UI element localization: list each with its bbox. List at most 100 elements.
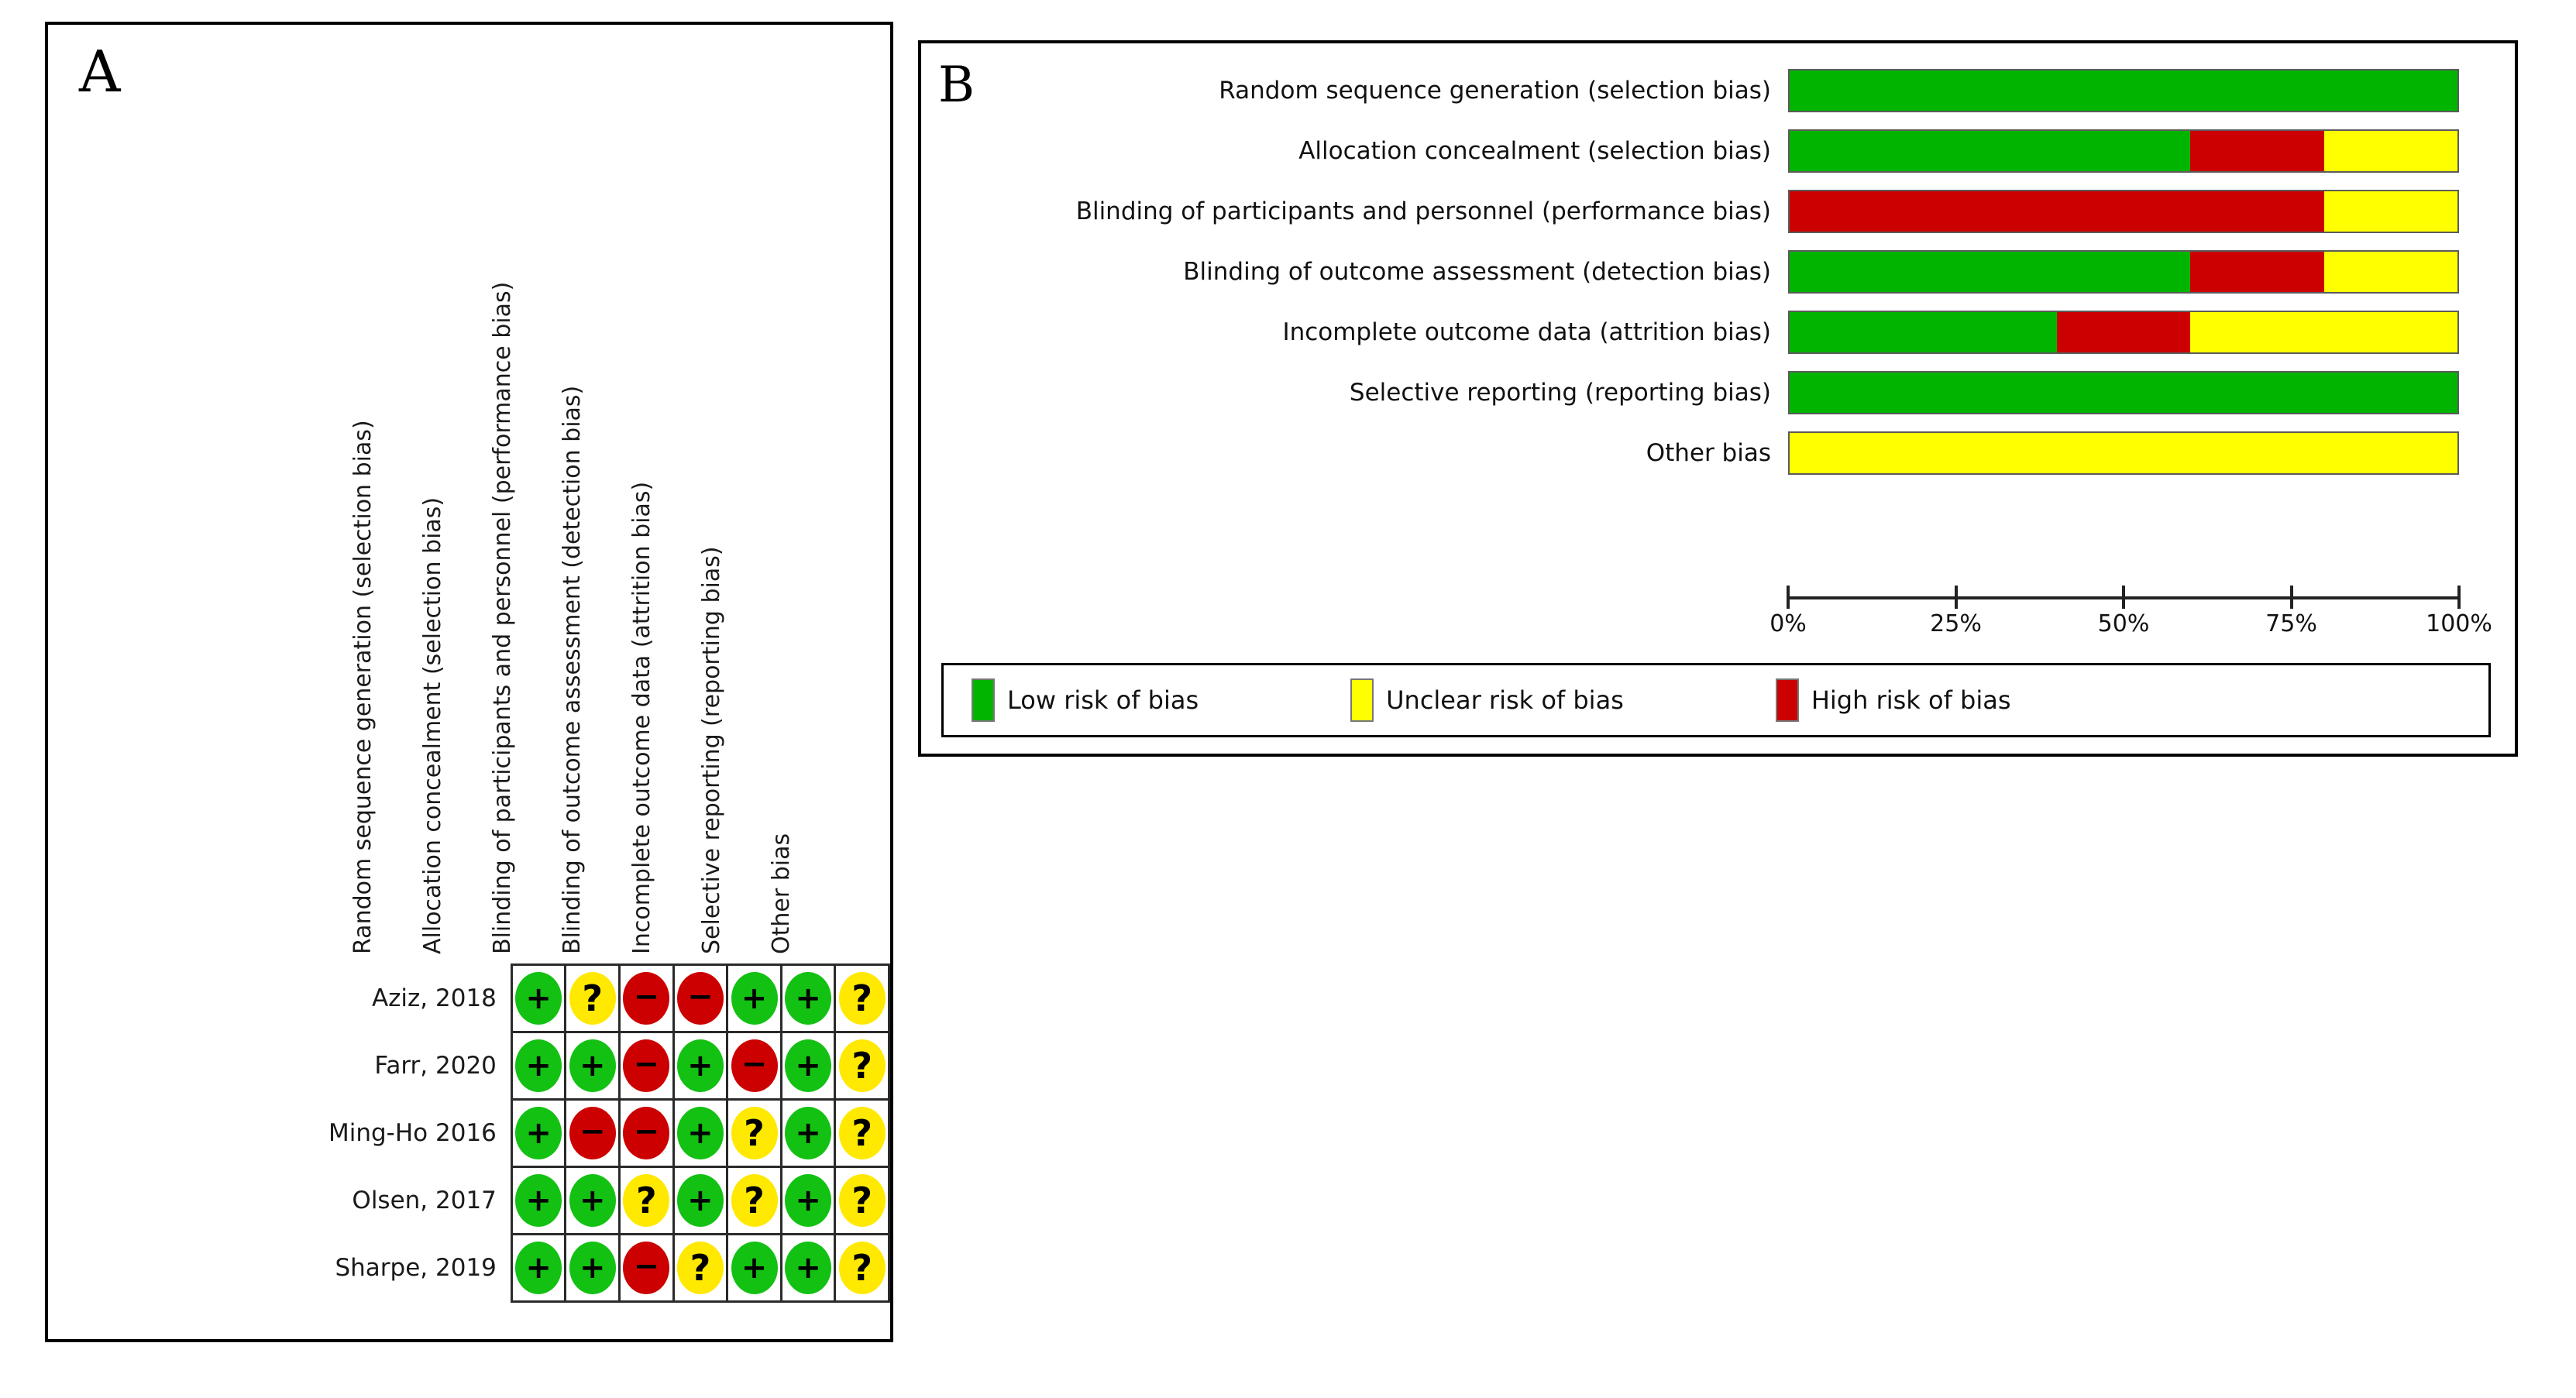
bar-category-label: Blinding of participants and personnel (…: [1075, 198, 1771, 225]
judgement-cell[interactable]: +: [564, 1166, 621, 1235]
risk-unclear-icon: ?: [838, 1242, 886, 1294]
judgement-cell[interactable]: −: [672, 963, 729, 1033]
bar-segment-low: [1790, 131, 2191, 171]
risk-low-icon: +: [515, 972, 562, 1025]
panel-a-risk-of-bias-summary: A Random sequence generation (selection …: [45, 22, 893, 1342]
bar-category-label: Blinding of outcome assessment (detectio…: [1183, 258, 1771, 286]
judgement-cell[interactable]: ?: [834, 1233, 890, 1303]
judgement-symbol: −: [687, 979, 714, 1015]
judgement-symbol: +: [795, 1250, 821, 1286]
judgement-symbol: +: [687, 1048, 714, 1084]
judgement-cell[interactable]: ?: [564, 963, 621, 1033]
bar-segment-unclear: [2323, 252, 2457, 292]
x-axis: 0%25%50%75%100%: [1769, 586, 2492, 640]
judgement-cell[interactable]: ?: [834, 963, 890, 1033]
table-row: Olsen, 2017++?+?+?: [328, 1166, 890, 1235]
risk-high-icon: −: [623, 1107, 670, 1159]
legend-item-high: High risk of bias: [1775, 678, 2010, 722]
column-header-4: Incomplete outcome data (attrition bias): [628, 481, 655, 954]
stacked-bar: [1788, 431, 2459, 475]
bar-category-label: Random sequence generation (selection bi…: [1219, 77, 1771, 105]
judgement-symbol: +: [525, 1115, 552, 1151]
axis-tick: [2457, 586, 2461, 609]
judgement-cell[interactable]: −: [618, 1098, 675, 1168]
judgement-symbol: ?: [851, 1247, 873, 1289]
bar-segment-unclear: [2323, 131, 2457, 171]
judgement-cell[interactable]: ?: [834, 1166, 890, 1235]
judgement-cell[interactable]: +: [779, 963, 837, 1033]
stacked-bar: [1788, 311, 2459, 354]
judgement-symbol: ?: [851, 1112, 873, 1154]
judgement-symbol: +: [741, 1250, 768, 1286]
panel-b-label: B: [938, 57, 975, 114]
axis-tick-label: 75%: [2265, 610, 2317, 637]
risk-of-bias-table: Aziz, 2018+?−−++?Farr, 2020++−+−+? Ming-H…: [328, 963, 890, 1303]
judgement-symbol: ?: [744, 1112, 765, 1154]
judgement-cell[interactable]: +: [564, 1031, 621, 1101]
judgement-cell[interactable]: +: [779, 1233, 837, 1303]
judgement-cell[interactable]: +: [510, 1031, 567, 1101]
judgement-symbol: +: [687, 1115, 714, 1151]
judgement-cell[interactable]: ?: [834, 1098, 890, 1168]
stacked-bar: [1788, 129, 2459, 173]
risk-low-icon: +: [785, 1174, 832, 1227]
stacked-bar: [1788, 250, 2459, 294]
bar-segment-high: [2190, 252, 2324, 292]
judgement-cell[interactable]: +: [510, 1166, 567, 1235]
risk-high-icon: −: [623, 1242, 670, 1294]
judgement-cell[interactable]: ?: [834, 1031, 890, 1101]
risk-high-icon: −: [569, 1107, 616, 1159]
judgement-cell[interactable]: −: [618, 1031, 675, 1101]
judgement-symbol: −: [633, 1046, 660, 1082]
axis-tick: [1787, 586, 1790, 609]
risk-low-icon: +: [515, 1107, 562, 1159]
bar-segment-high: [2056, 312, 2191, 352]
judgement-cell[interactable]: ?: [726, 1098, 782, 1168]
judgement-cell[interactable]: ?: [618, 1166, 675, 1235]
table-row: Farr, 2020++−+−+?: [328, 1031, 890, 1101]
stacked-bar: [1788, 69, 2459, 112]
bar-row: Random sequence generation (selection bi…: [940, 65, 2497, 116]
stacked-bar: [1788, 371, 2459, 414]
judgement-cell[interactable]: +: [672, 1166, 729, 1235]
judgement-cell[interactable]: +: [779, 1166, 837, 1235]
risk-low-icon: +: [676, 1174, 724, 1227]
judgement-cell[interactable]: +: [726, 963, 782, 1033]
judgement-cell[interactable]: +: [510, 1098, 567, 1168]
risk-low-icon: +: [676, 1107, 724, 1159]
judgement-cell[interactable]: +: [510, 963, 567, 1033]
bar-segment-low: [1790, 70, 2457, 111]
risk-low-icon: +: [569, 1039, 616, 1092]
judgement-cell[interactable]: −: [618, 963, 675, 1033]
judgement-cell[interactable]: +: [672, 1031, 729, 1101]
judgement-cell[interactable]: −: [618, 1233, 675, 1303]
risk-unclear-icon: ?: [676, 1242, 724, 1294]
table-row: Aziz, 2018+?−−++?: [328, 963, 890, 1033]
judgement-symbol: ?: [744, 1180, 765, 1221]
risk-low-icon: +: [515, 1039, 562, 1092]
judgement-cell[interactable]: +: [779, 1098, 837, 1168]
risk-low-icon: +: [785, 1107, 832, 1159]
study-label: Sharpe, 2019: [335, 1254, 497, 1282]
judgement-cell[interactable]: −: [564, 1098, 621, 1168]
risk-low-icon: +: [515, 1242, 562, 1294]
judgement-cell[interactable]: +: [672, 1098, 729, 1168]
judgement-cell[interactable]: ?: [672, 1233, 729, 1303]
legend-swatch-low-icon: [972, 678, 995, 722]
bar-segment-low: [1790, 373, 2457, 413]
risk-high-icon: −: [623, 1039, 670, 1092]
judgement-cell[interactable]: ?: [726, 1166, 782, 1235]
judgement-cell[interactable]: +: [726, 1233, 782, 1303]
judgement-cell[interactable]: +: [564, 1233, 621, 1303]
judgement-cell[interactable]: +: [510, 1233, 567, 1303]
bar-row: Blinding of outcome assessment (detectio…: [940, 246, 2497, 297]
study-label: Olsen, 2017: [352, 1187, 497, 1214]
legend-label: Unclear risk of bias: [1386, 685, 1624, 715]
judgement-cell[interactable]: −: [726, 1031, 782, 1101]
risk-unclear-icon: ?: [731, 1174, 778, 1227]
bar-segment-unclear: [1790, 433, 2457, 473]
judgement-cell[interactable]: +: [779, 1031, 837, 1101]
study-label: Ming-Ho 2016: [328, 1119, 497, 1147]
